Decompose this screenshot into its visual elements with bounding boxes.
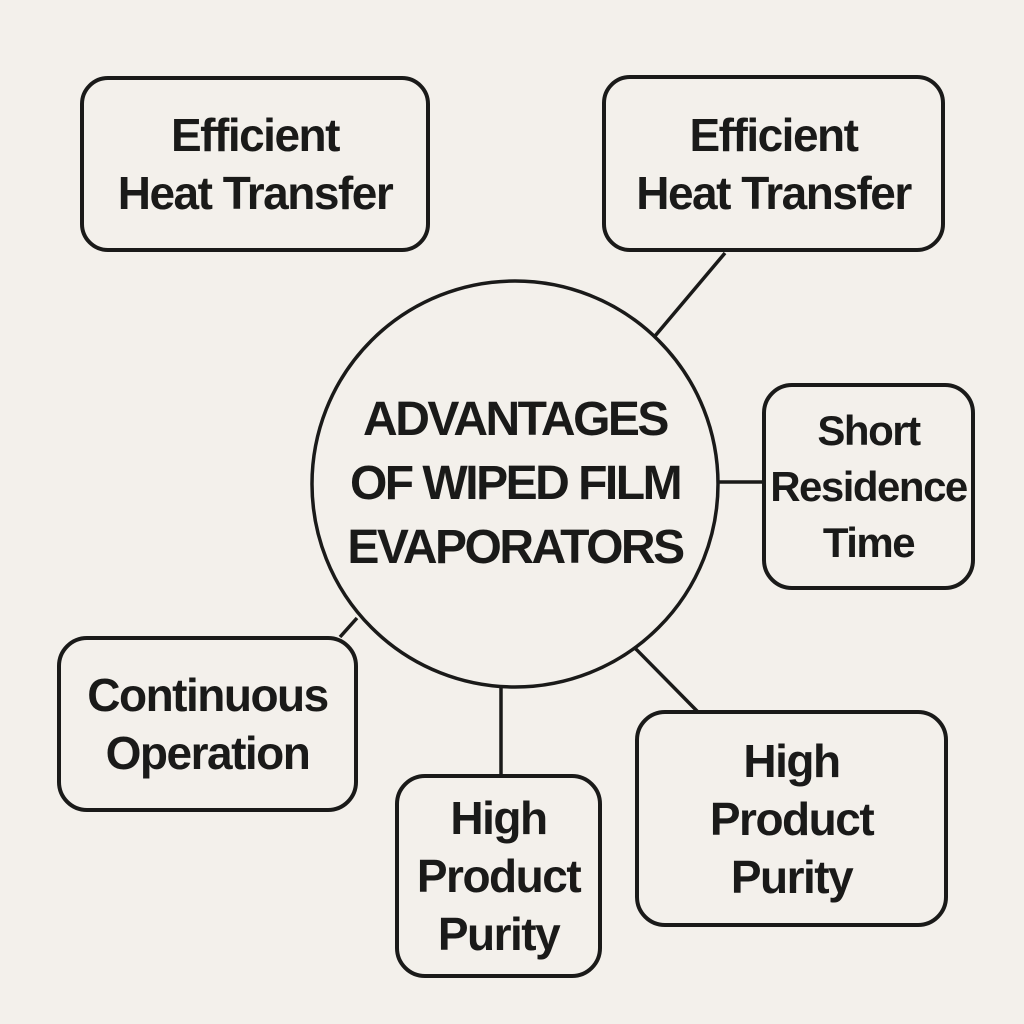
node-label-high-product-purity-bottom-center: High Product Purity [416,792,582,960]
node-label-short-residence-time: Short Residence Time [770,406,968,566]
node-high-product-purity-bottom-center: High Product Purity [395,774,602,978]
node-label-continuous-operation: Continuous Operation [87,669,329,779]
node-label-high-product-purity-bottom-right: High Product Purity [709,734,875,903]
node-high-product-purity-bottom-right: High Product Purity [635,710,948,927]
node-efficient-heat-transfer-top-right: Efficient Heat Transfer [602,75,945,252]
connector-top-right-box [653,251,727,338]
connector-continuous-operation [338,616,359,639]
connector-high-product-purity-right [629,642,700,714]
central-circle [310,279,720,689]
node-continuous-operation: Continuous Operation [57,636,358,812]
node-short-residence-time: Short Residence Time [762,383,975,590]
node-label-efficient-heat-transfer-top-left: Efficient Heat Transfer [117,109,394,219]
node-label-efficient-heat-transfer-top-right: Efficient Heat Transfer [636,108,912,219]
node-efficient-heat-transfer-top-left: Efficient Heat Transfer [80,76,430,252]
